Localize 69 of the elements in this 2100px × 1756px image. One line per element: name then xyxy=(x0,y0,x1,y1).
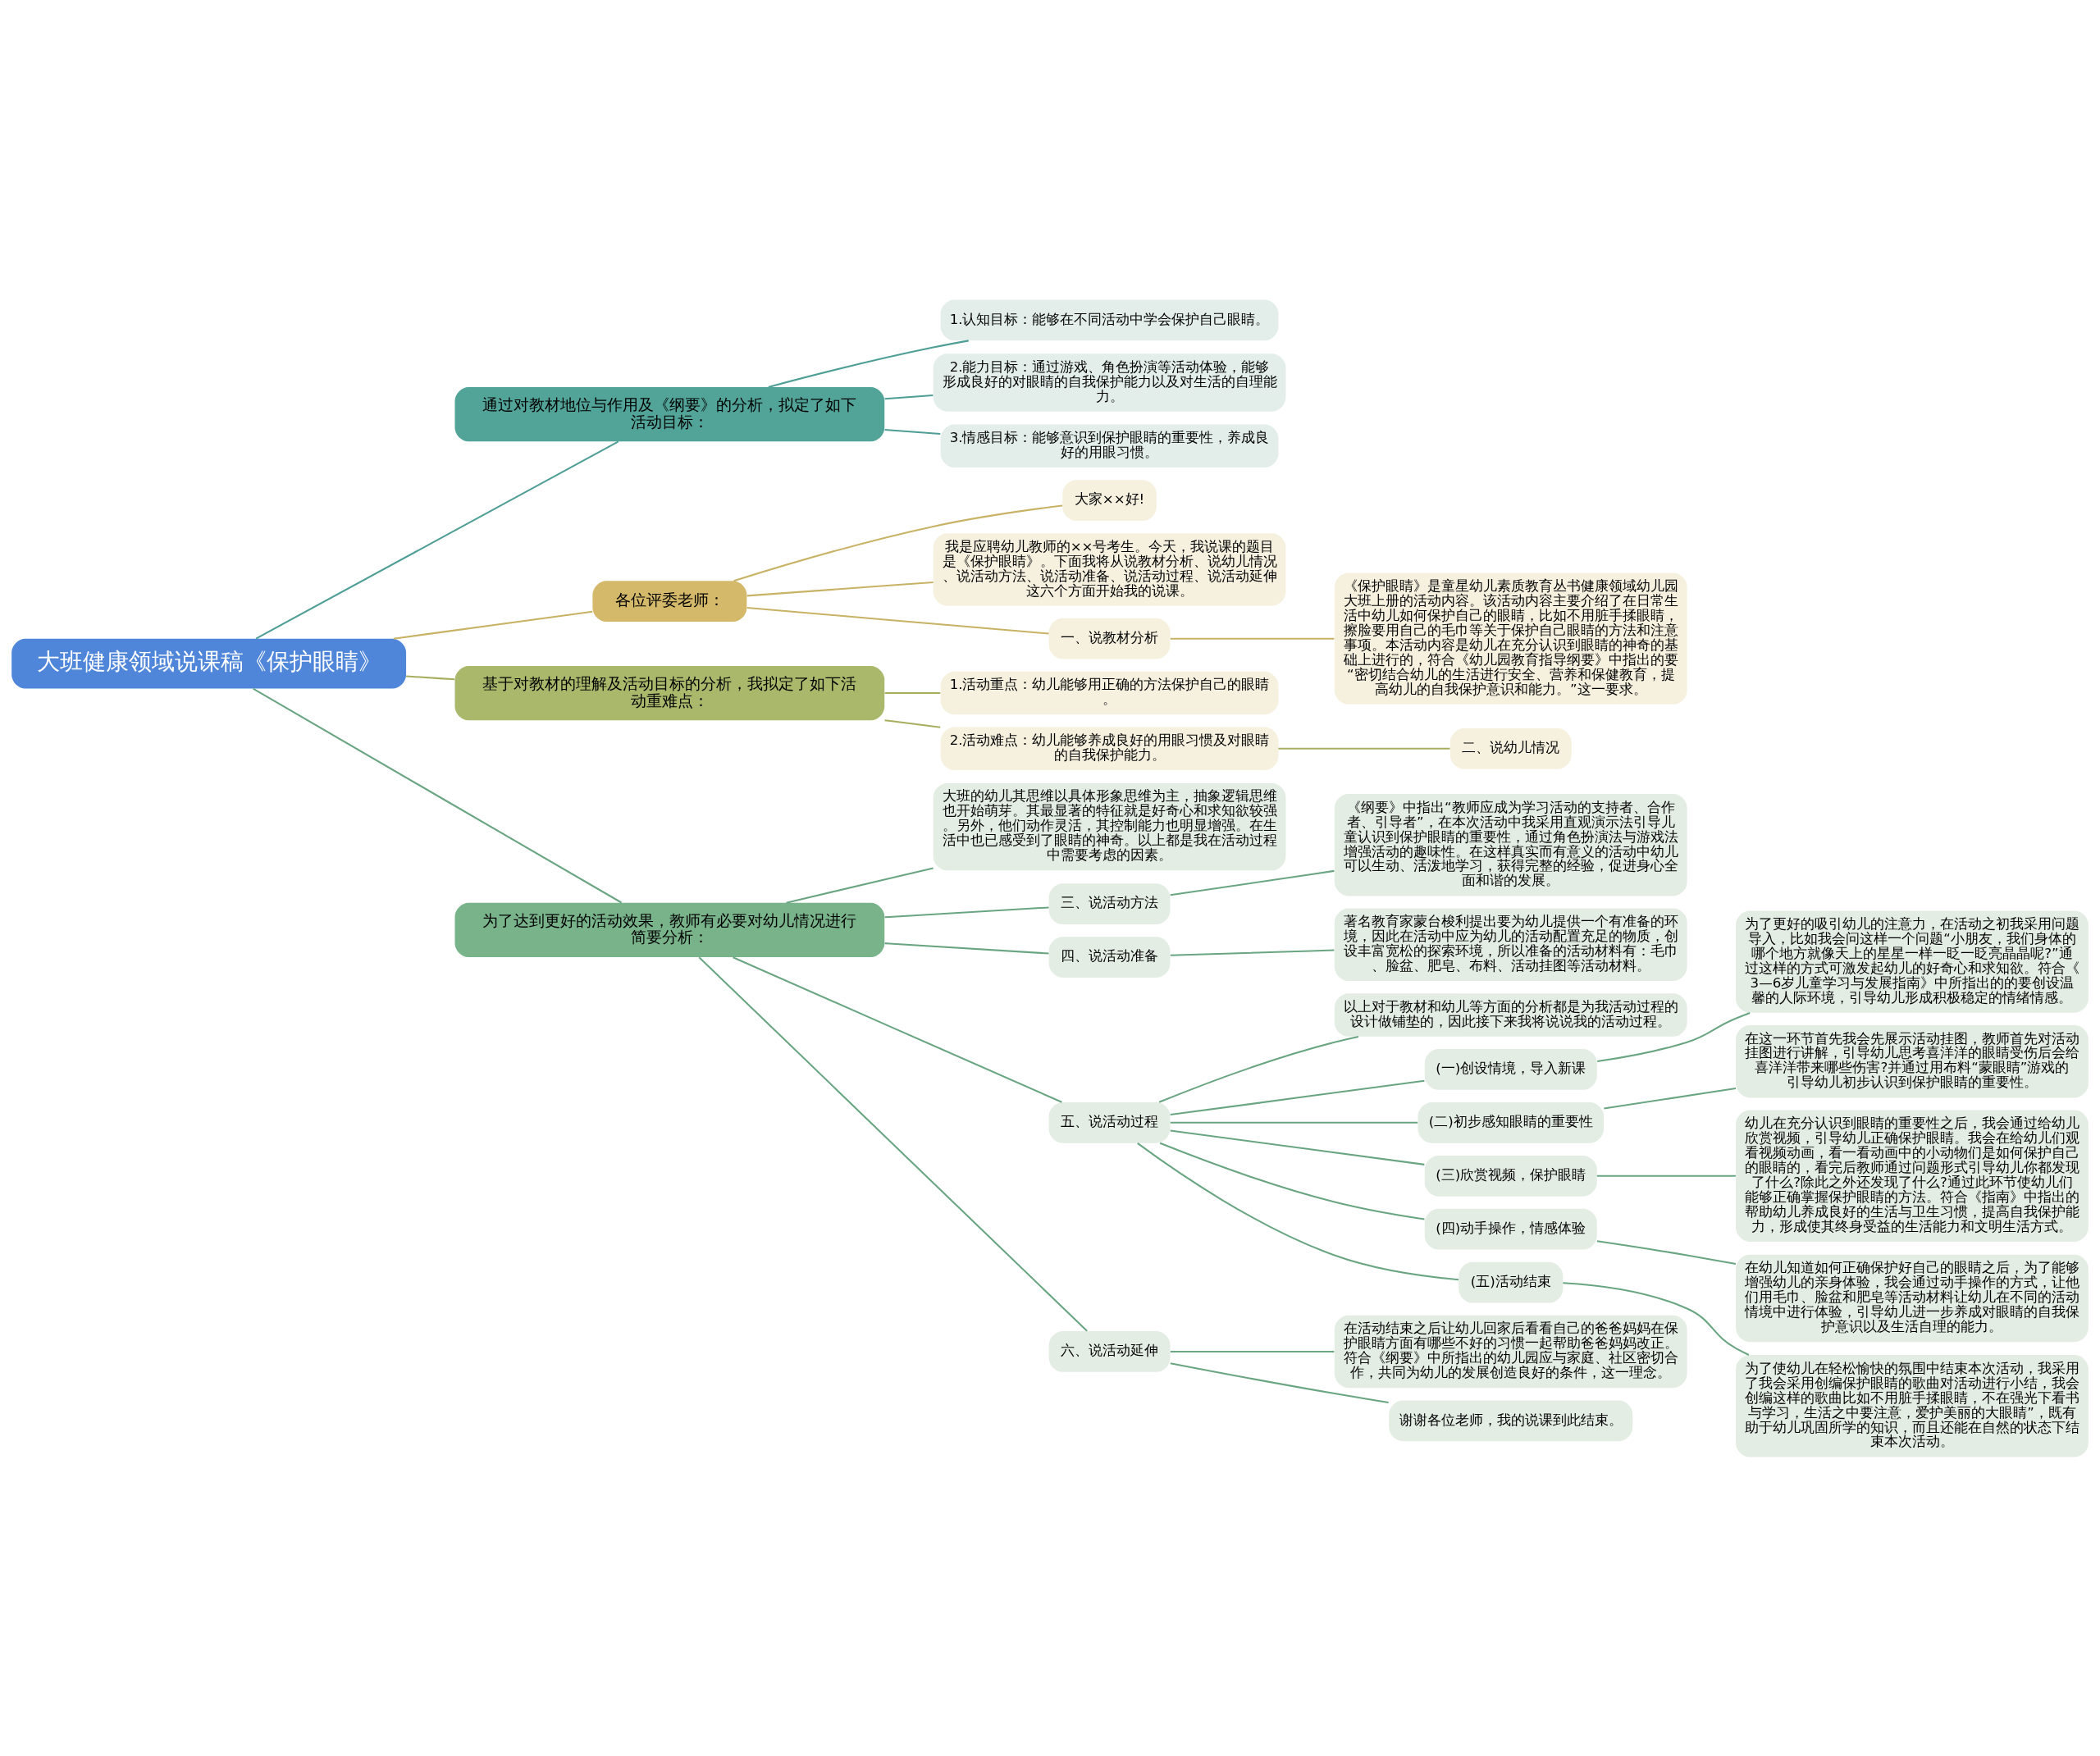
node-box: 在幼儿知道如何正确保护好自己的眼睛之后，为了能够增强幼儿的亲身体验，我会通过动手操作的方式，让他们用毛巾、脸盆和肥皂等活动材料让幼儿在不同的活动情境中进行体验，引导幼儿进一步养成对眼睛的自我保护意识以及生活自理的能力。 xyxy=(1736,1254,2089,1342)
connector xyxy=(1170,869,1335,896)
node-box: (二)初步感知眼睛的重要性 xyxy=(1418,1101,1605,1143)
connector xyxy=(1170,1129,1425,1165)
node-box: 在这一环节首先我会先展示活动挂图，教师首先对活动挂图进行讲解，引导幼儿思考喜洋洋的眼睛受伤后会给喜洋洋带来哪些伤害?并通过用布料“蒙眼睛”游戏的引导幼儿初步认识到保护眼睛的重要性。 xyxy=(1736,1024,2089,1097)
node-box: 六、说活动延伸 xyxy=(1048,1330,1171,1372)
connector xyxy=(393,610,593,640)
connector xyxy=(786,866,934,904)
node-box: 著名教育家蒙台梭利提出要为幼儿提供一个有准备的环境，因此在活动中应为幼儿的活动配置充足的物质，创设丰富宽松的探索环境，所以准备的活动材料有：毛巾、脸盆、肥皂、布料、活动挂图等活动材料。 xyxy=(1334,908,1687,981)
node-box: (四)动手操作，情感体验 xyxy=(1424,1208,1597,1250)
node-box: 1.活动重点：幼儿能够用正确的方法保护自己的眼睛。 xyxy=(940,671,1279,714)
node-box: 四、说活动准备 xyxy=(1048,936,1171,978)
node-box: 大家××好! xyxy=(1062,479,1157,521)
node-box: 大班的幼儿其思维以具体形象思维为主，抽象逻辑思维也开始萌芽。其最显著的特征就是好奇心和求知欲较强。另外，他们动作灵活，其控制能力也明显增强。在生活中也已感受到了眼睛的神奇。以上都是我在活动过程中需要考虑的因素。 xyxy=(933,782,1286,870)
node-box: 《纲要》中指出“教师应成为学习活动的支持者、合作者、引导者”，在本次活动中我采用直观演示法引导儿童认识到保护眼睛的重要性，通过角色扮演法与游戏法增强活动的趣味性。在这样真实而有意义的活动中幼儿可以生动、活泼地学习，获得完整的经验，促进身心全面和谐的发展。 xyxy=(1334,793,1687,896)
node-box: 三、说活动方法 xyxy=(1048,883,1171,924)
connector xyxy=(1170,637,1335,640)
connector xyxy=(1604,1087,1737,1110)
node-box: (一)创设情境，导入新课 xyxy=(1424,1048,1597,1090)
connector xyxy=(1158,1035,1359,1103)
connector xyxy=(1278,747,1450,750)
connector xyxy=(698,956,1088,1332)
connector xyxy=(1159,1142,1425,1220)
node-box: 2.能力目标：通过游戏、角色扮演等活动体验，能够形成良好的对眼睛的自我保护能力以及对生活的自理能力。 xyxy=(933,353,1286,412)
connector xyxy=(1170,1121,1418,1124)
connector xyxy=(1170,1350,1335,1352)
connector xyxy=(255,440,619,639)
node-box: 我是应聘幼儿教师的××号考生。今天，我说课的题目是《保护眼睛》。下面我将从说教材分析、说幼儿情况、说活动方法、说活动准备、说活动过程、说活动延伸这六个方面开始我的说课。 xyxy=(933,532,1286,606)
node-box: 以上对于教材和幼儿等方面的分析都是为我活动过程的设计做铺垫的，因此接下来我将说说我的活动过程。 xyxy=(1334,992,1687,1037)
connector xyxy=(1563,1281,1750,1356)
connector xyxy=(1170,949,1335,956)
node-box: 一、说教材分析 xyxy=(1048,618,1171,659)
node-box: 2.活动难点：幼儿能够养成良好的用眼习惯及对眼睛的自我保护能力。 xyxy=(940,727,1279,770)
node-box: 五、说活动过程 xyxy=(1048,1101,1171,1143)
node-box: 《保护眼睛》是童星幼儿素质教育丛书健康领域幼儿园大班上册的活动内容。该活动内容主要介绍了在日常生活中幼儿如何保护自己的眼睛，比如不用脏手揉眼睛，擦脸要用自己的毛巾等关于保护自己眼睛的方法和注意事项。本活动内容是幼儿在充分认识到眼睛的神奇的基础上进行的，符合《幼儿园教育指导纲要》中指出的要“密切结合幼儿的生活进行安全、营养和保健教育，提高幼儿的自我保护意识和能力。”这一要求。 xyxy=(1334,572,1687,705)
node-box: 为了达到更好的活动效果，教师有必要对幼儿情况进行简要分析： xyxy=(454,902,885,957)
node-box: 谢谢各位老师，我的说课到此结束。 xyxy=(1389,1399,1633,1441)
connector xyxy=(406,674,455,680)
node-box: 二、说幼儿情况 xyxy=(1449,727,1572,769)
connector xyxy=(884,428,941,435)
connector xyxy=(733,504,1063,582)
connector xyxy=(1597,1011,1751,1062)
node-box: (三)欣赏视频，保护眼睛 xyxy=(1424,1155,1597,1197)
connector xyxy=(1596,1239,1737,1265)
connector xyxy=(884,942,1049,955)
node-box: 通过对教材地位与作用及《纲要》的分析，拟定了如下活动目标： xyxy=(454,386,885,441)
connector xyxy=(733,956,1062,1103)
connector xyxy=(1170,1361,1389,1403)
node-box: 各位评委老师： xyxy=(592,580,747,622)
node-box: 为了更好的吸引幼儿的注意力，在活动之初我采用问题导入，比如我会问这样一个问题“小朋友，我们身体的哪个地方就像天上的星星一样一眨一眨亮晶晶呢?”通过这样的方式可激发起幼儿的好奇心和求知欲。符合《3—6岁儿童学习与发展指南》中所指出的的要创设温馨的人际环境，引导幼儿形成积极稳定的情绪情感。 xyxy=(1736,910,2089,1013)
connector xyxy=(768,339,969,388)
connector xyxy=(253,687,623,903)
connector xyxy=(746,581,934,596)
node-box: 1.认知目标：能够在不同活动中学会保护自己眼睛。 xyxy=(940,299,1279,340)
connector xyxy=(746,606,1049,635)
connector xyxy=(884,718,941,728)
connector xyxy=(1170,1079,1425,1115)
connector xyxy=(884,394,934,399)
connector xyxy=(884,691,941,694)
node-box: 大班健康领域说课稿《保护眼睛》 xyxy=(11,638,407,689)
node-box: 幼儿在充分认识到眼睛的重要性之后，我会通过给幼儿欣赏视频，引导幼儿正确保护眼睛。我会在给幼儿们观看视频动画，看一看动画中的小动物们是如何保护自己的眼睛的，看完后教师通过问题形式引导幼儿你都发现了什么?除此之外还发现了什么?通过此环节使幼儿们能够正确掌握保护眼睛的方法。符合《指南》中指出的帮助幼儿养成良好的生活与卫生习惯，提高自我保护能力，形成使其终身受益的生活能力和文明生活方式。 xyxy=(1736,1110,2089,1242)
node-box: 3.情感目标：能够意识到保护眼睛的重要性，养成良好的用眼习惯。 xyxy=(940,424,1279,468)
node-box: 基于对教材的理解及活动目标的分析，我拟定了如下活动重难点： xyxy=(454,665,885,720)
connector xyxy=(1596,1174,1736,1177)
connector xyxy=(884,905,1049,918)
node-box: (五)活动结束 xyxy=(1459,1261,1564,1303)
connector xyxy=(1137,1142,1459,1280)
node-box: 在活动结束之后让幼儿回家后看看自己的爸爸妈妈在保护眼睛方面有哪些不好的习惯一起帮助爸爸妈妈改正。符合《纲要》中所指出的幼儿园应与家庭、社区密切合作，共同为幼儿的发展创造良好的条件，这一理念。 xyxy=(1334,1315,1687,1388)
node-box: 为了使幼儿在轻松愉快的氛围中结束本次活动，我采用了我会采用创编保护眼睛的歌曲对活动进行小结，我会创编这样的歌曲比如不用脏手揉眼睛，不在强光下看书与学习，生活之中要注意，爱护美丽的大眼睛”，既有助于幼儿巩固所学的知识，而且还能在自然的状态下结束本次活动。 xyxy=(1736,1354,2089,1457)
